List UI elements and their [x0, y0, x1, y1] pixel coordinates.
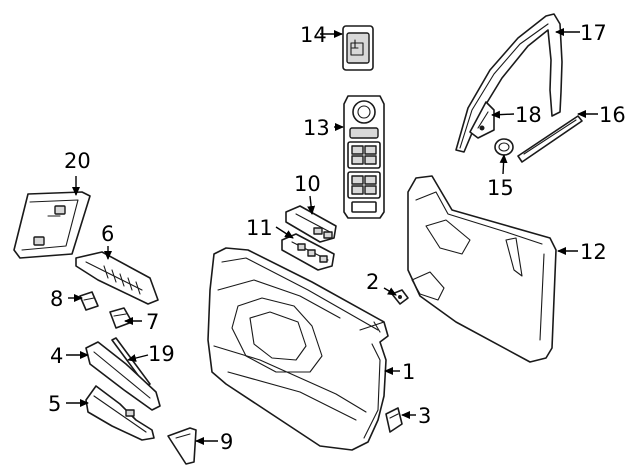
callout-3: 3 [418, 404, 431, 428]
part-13-master-switch [343, 95, 385, 219]
part-17-window-frame-trim [455, 13, 563, 153]
callout-13: 13 [303, 116, 330, 140]
callout-16: 16 [599, 103, 626, 127]
callout-17: 17 [580, 21, 607, 45]
callout-labels: 14 13 10 11 17 18 16 15 12 2 1 3 20 6 8 … [48, 21, 626, 454]
part-20-pull-handle [13, 191, 91, 259]
callout-2: 2 [366, 270, 379, 294]
part-2-clip [391, 289, 409, 305]
callout-9: 9 [220, 430, 233, 454]
part-14-switch [342, 25, 374, 71]
callout-8: 8 [50, 287, 63, 311]
part-1-door-trim-panel [207, 247, 389, 451]
callout-10: 10 [294, 172, 321, 196]
part-16-belt-molding [517, 115, 583, 163]
callout-11: 11 [246, 216, 273, 240]
callout-20: 20 [64, 149, 91, 173]
callout-4: 4 [50, 344, 63, 368]
part-7-bracket [109, 307, 133, 329]
part-10-switch-bezel [285, 205, 337, 243]
callout-1: 1 [402, 360, 415, 384]
leader-lines [66, 28, 598, 445]
part-3-bracket [385, 407, 403, 433]
callout-12: 12 [580, 240, 607, 264]
callout-7: 7 [146, 310, 159, 334]
part-11-switch-bezel [281, 233, 335, 271]
callout-15: 15 [487, 176, 514, 200]
part-18-mirror-trim [469, 101, 495, 139]
callout-19: 19 [148, 342, 175, 366]
callout-18: 18 [515, 103, 542, 127]
part-8-clip [79, 291, 99, 311]
callout-6: 6 [101, 222, 114, 246]
part-15-speaker-cap [494, 138, 514, 156]
callout-14: 14 [300, 23, 327, 47]
part-19-trim-strip [111, 337, 151, 387]
part-5-armrest-lower [85, 385, 155, 441]
part-12-insulator-panel [407, 175, 557, 363]
part-4-armrest-trim [85, 341, 161, 411]
callout-5: 5 [48, 392, 61, 416]
part-9-corner-cover [167, 427, 197, 465]
